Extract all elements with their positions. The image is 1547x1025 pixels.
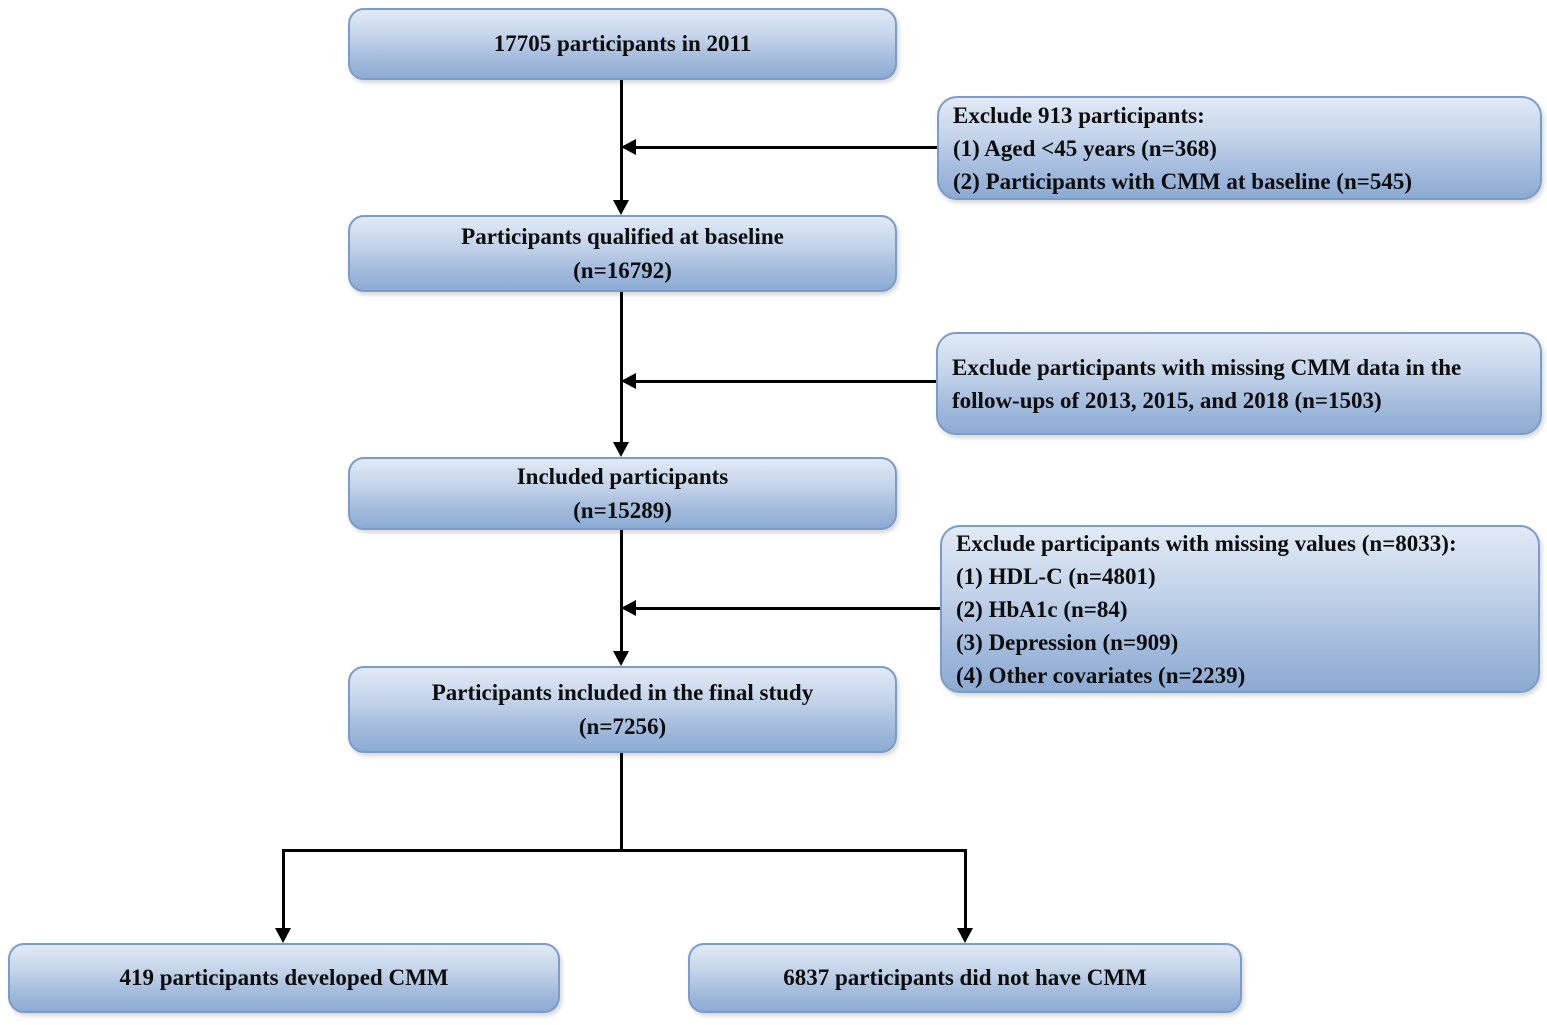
flow-box-count: (n=15289)	[573, 497, 672, 523]
exclusion-text: Exclude participants with missing CMM da…	[952, 354, 1462, 380]
connector-exclusion-3	[634, 607, 940, 610]
flow-box-final-study: Participants included in the final study…	[348, 666, 897, 753]
arrowhead-left-1	[621, 139, 636, 155]
exclusion-box-3: Exclude participants with missing values…	[940, 525, 1540, 693]
flow-box-text: Included participants	[516, 463, 729, 489]
exclusion-text: (1) Aged <45 years (n=368)	[953, 135, 1217, 161]
connector-exclusion-2	[634, 380, 936, 383]
flow-box-qualified-baseline: Participants qualified at baseline (n=16…	[348, 215, 897, 292]
exclusion-text: (4) Other covariates (n=2239)	[956, 662, 1246, 688]
exclusion-text: Exclude participants with missing values…	[956, 530, 1457, 556]
arrowhead-left-2	[621, 373, 636, 389]
flow-box-text: Participants qualified at baseline	[461, 223, 784, 249]
connector-v4	[620, 753, 623, 852]
outcome-box-no-cmm: 6837 participants did not have CMM	[688, 943, 1242, 1013]
flow-box-count: (n=7256)	[578, 713, 667, 739]
arrowhead-left-3	[621, 600, 636, 616]
exclusion-text: (2) HbA1c (n=84)	[956, 596, 1128, 622]
exclusion-box-2: Exclude participants with missing CMM da…	[936, 332, 1542, 435]
connector-branch-left	[282, 849, 285, 929]
exclusion-text: (2) Participants with CMM at baseline (n…	[953, 168, 1413, 194]
exclusion-text: (1) HDL-C (n=4801)	[956, 563, 1156, 589]
connector-v3	[620, 530, 623, 652]
arrowhead-down-right	[957, 928, 973, 943]
flow-box-count: (n=16792)	[573, 257, 672, 283]
flow-box-participants-2011: 17705 participants in 2011	[348, 8, 897, 80]
exclusion-text: (3) Depression (n=909)	[956, 629, 1179, 655]
outcome-box-developed-cmm: 419 participants developed CMM	[8, 943, 560, 1013]
arrowhead-down-3	[613, 651, 629, 666]
connector-exclusion-1	[634, 146, 937, 149]
flow-box-text: Participants included in the final study	[431, 679, 814, 705]
exclusion-text: follow-ups of 2013, 2015, and 2018 (n=15…	[952, 387, 1382, 413]
outcome-text: 419 participants developed CMM	[119, 965, 449, 990]
flow-box-included-participants: Included participants (n=15289)	[348, 457, 897, 530]
flow-box-text: 17705 participants in 2011	[493, 31, 752, 56]
connector-branch	[282, 849, 967, 852]
outcome-text: 6837 participants did not have CMM	[783, 965, 1147, 990]
arrowhead-down-1	[613, 200, 629, 215]
arrowhead-down-2	[613, 442, 629, 457]
exclusion-text: Exclude 913 participants:	[953, 102, 1205, 128]
connector-v2	[620, 292, 623, 443]
arrowhead-down-left	[275, 928, 291, 943]
exclusion-box-1: Exclude 913 participants: (1) Aged <45 y…	[937, 96, 1542, 200]
connector-branch-right	[964, 849, 967, 929]
